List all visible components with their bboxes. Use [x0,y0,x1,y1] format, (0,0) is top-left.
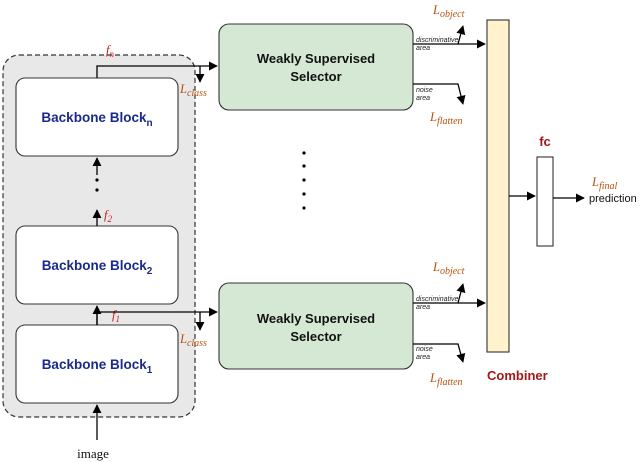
flatten-loss-bottom: Lflatten [429,371,463,388]
noise-label-bottom: noise [416,346,433,353]
feature-label-f1: f1 [112,308,120,324]
backbone-block-1: Backbone Block1 [15,324,179,404]
arrow-bottom-noise-to-flatten-loss [413,343,466,363]
backbone-block-2: Backbone Block2 [15,225,179,305]
selector-bottom-title-line2: Selector [290,329,341,344]
fc-layer [536,156,554,247]
class-loss-bottom: Lclass [179,332,207,349]
discriminative-label-top: discriminative [416,37,459,44]
backbone-block-1-label: Backbone Block [42,357,148,372]
backbone-block-n-label: Backbone Block [41,110,147,125]
svg-text:Backbone Blockn: Backbone Blockn [41,110,152,129]
object-loss-top: Lobject [432,3,465,20]
selector-top-title-line2: Selector [290,69,341,84]
noise-area-label-top: area [416,95,430,102]
backbone-block-2-sub: 2 [147,266,153,277]
image-label: image [77,446,109,461]
arrow-top-noise-to-flatten-loss [413,83,466,105]
backbone-block-2-label: Backbone Block [42,258,148,273]
noise-label-top: noise [416,87,433,94]
fc-label: fc [539,134,551,149]
backbone-block-1-sub: 1 [147,365,153,376]
backbone-block-n: Backbone Blockn [15,77,179,157]
feature-label-f2: f2 [104,208,112,224]
selector-bottom-title-line1: Weakly Supervised [257,311,375,326]
combiner-bar [486,19,510,353]
final-loss: Lfinal [591,175,618,192]
discriminative-area-label-top: area [416,45,430,52]
arrow-fn-to-top-selector [96,61,218,78]
svg-text:Backbone Block1: Backbone Block1 [42,357,153,376]
arrow-f1-to-bottom-selector [96,307,218,325]
discriminative-area-label-bottom: area [416,304,430,311]
feature-label-fn: fn [106,43,114,59]
prediction-label: prediction [589,193,637,205]
object-loss-bottom: Lobject [432,260,465,277]
svg-text:Backbone Block2: Backbone Block2 [42,258,153,277]
class-loss-top: Lclass [179,82,207,99]
selector-ellipsis [302,151,306,210]
backbone-block-n-sub: n [146,118,152,129]
weakly-supervised-selector-bottom: Weakly Supervised Selector [218,282,414,370]
noise-area-label-bottom: area [416,354,430,361]
vertical-ellipsis [95,178,99,192]
weakly-supervised-selector-top: Weakly Supervised Selector [218,23,414,111]
combiner-label: Combiner [487,368,548,383]
selector-top-title-line1: Weakly Supervised [257,51,375,66]
flatten-loss-top: Lflatten [429,110,463,127]
discriminative-label-bottom: discriminative [416,296,459,303]
